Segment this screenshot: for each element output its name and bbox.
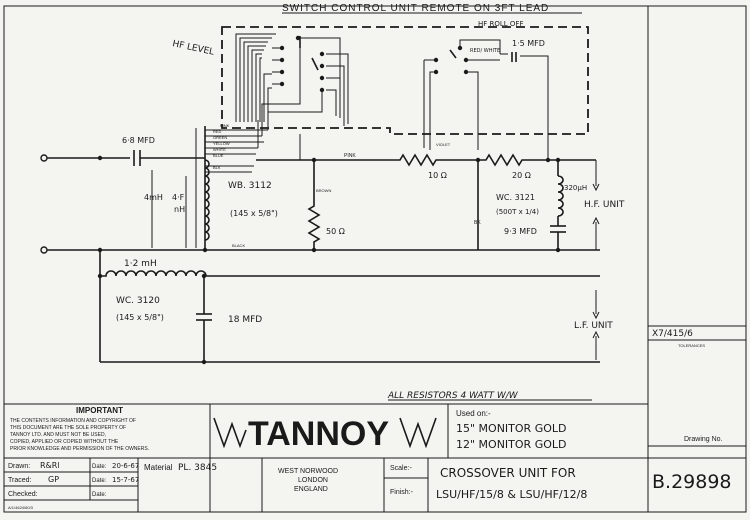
wire-bk-label: BK xyxy=(474,220,481,226)
lf-unit-label: L.F. UNIT xyxy=(574,321,613,331)
svg-text:THE CONTENTS INFORMATION AND C: THE CONTENTS INFORMATION AND COPYRIGHT O… xyxy=(10,418,136,424)
used-on-label: Used on:- xyxy=(456,409,491,418)
input-terminal-ground xyxy=(40,246,48,254)
drawn-value: R&Rl xyxy=(40,461,60,470)
capacitor-c2-label: 1·5 MFD xyxy=(512,39,545,48)
coil-wc3121-ref: WC. 3121 xyxy=(496,193,535,202)
coil-wc3121-spec: (500T x 1/4) xyxy=(496,208,539,216)
hf-rolloff-switch: HF ROLL OFF RED/ WHITE 1·5 MFD xyxy=(423,20,549,158)
resistors-note: ALL RESISTORS 4 WATT W/W xyxy=(387,391,519,401)
input-terminal-hot xyxy=(40,154,48,162)
drawing-title-2: LSU/HF/15/8 & LSU/HF/12/8 xyxy=(436,488,587,501)
top-label: SWITCH CONTROL UNIT REMOTE ON 3FT LEAD xyxy=(282,3,549,14)
drawn-label: Drawn: xyxy=(8,463,30,470)
wire-red-label: RED xyxy=(213,129,222,134)
material-label: Material xyxy=(144,463,173,472)
inductance-4f-unit: nH xyxy=(174,205,185,214)
svg-text:PRIOR KNOWLEDGE AND PERMISSION: PRIOR KNOWLEDGE AND PERMISSION OF THE OW… xyxy=(10,446,149,452)
hf-filter: 320μH WC. 3121 (500T x 1/4) 9·3 MFD xyxy=(496,157,596,253)
hf-unit-label: H.F. UNIT xyxy=(584,200,625,210)
lf-section: 1·2 mH WC. 3120 (145 x 5/8") 18 MFD L.F.… xyxy=(97,250,613,365)
hf-rolloff-label: HF ROLL OFF xyxy=(478,20,523,28)
side-reference: X7/415/6 xyxy=(652,329,693,339)
wire-white-label: WHITE xyxy=(213,147,226,152)
sheet-border xyxy=(3,5,747,513)
tannoy-logo: TANNOY xyxy=(213,415,437,453)
wire-pink-label: PINK xyxy=(344,153,356,159)
coil-320uh-label: 320μH xyxy=(564,184,587,192)
finish-label: Finish:- xyxy=(390,489,414,496)
traced-value: GP xyxy=(48,475,59,484)
form-code: A/1/4624/60/3 xyxy=(8,505,34,510)
resistor-10-ohm: 10 Ω VIOLET xyxy=(392,142,481,180)
tannoy-logo-text: TANNOY xyxy=(248,415,389,453)
address-line-1: WEST NORWOOD xyxy=(278,468,338,475)
checked-date-label: Date: xyxy=(92,492,107,498)
title-block xyxy=(4,325,746,512)
inductor-1-2mh-label: 1·2 mH xyxy=(124,259,157,269)
address-line-2: LONDON xyxy=(298,477,328,484)
resistor-20-ohm: 20 Ω xyxy=(478,153,551,180)
traced-date: 15-7-67 xyxy=(112,476,139,484)
resistor-20-label: 20 Ω xyxy=(512,171,531,180)
capacitor-c3-label: 9·3 MFD xyxy=(504,227,537,236)
drawing-title-1: CROSSOVER UNIT FOR xyxy=(440,466,576,480)
drawing-no-label: Drawing No. xyxy=(684,436,723,443)
inductance-4f-label: 4·F xyxy=(172,193,185,202)
inductor-wc3120-spec: (145 x 5/8") xyxy=(116,313,164,322)
transformer-spec: (145 x 5/8") xyxy=(230,209,278,218)
wire-green-label: GREEN xyxy=(213,135,227,140)
drawn-date-label: Date: xyxy=(92,464,107,470)
hf-level-switch xyxy=(235,33,349,128)
switch-control-box xyxy=(221,26,589,135)
resistor-50-label: 50 Ω xyxy=(326,227,345,236)
checked-label: Checked: xyxy=(8,491,38,498)
hf-level-label: HF LEVEL xyxy=(171,39,215,58)
capacitor-c1-label: 6·8 MFD xyxy=(122,136,155,145)
red-white-label: RED/ WHITE xyxy=(470,48,500,54)
capacitor-c4-label: 18 MFD xyxy=(228,315,262,325)
traced-date-label: Date: xyxy=(92,478,107,484)
wire-blue-label: BLUE xyxy=(213,153,224,158)
svg-text:COPIED, APPLIED OR COPIED WITH: COPIED, APPLIED OR COPIED WITHOUT THE xyxy=(10,439,119,445)
important-text: THE CONTENTS INFORMATION AND COPYRIGHT O… xyxy=(10,418,149,452)
inductor-wc3120-ref: WC. 3120 xyxy=(116,296,160,306)
svg-text:TANNOY LTD. AND MUST NOT BE US: TANNOY LTD. AND MUST NOT BE USED, xyxy=(10,432,106,438)
scale-label: Scale:- xyxy=(390,465,412,472)
resistor-10-label: 10 Ω xyxy=(428,171,447,180)
resistor-50-ohm: BROWN 50 Ω xyxy=(299,134,345,253)
drawing-number: B.29898 xyxy=(652,471,732,493)
wire-brown-label: BROWN xyxy=(316,188,331,193)
traced-label: Traced: xyxy=(8,477,32,484)
drawn-date: 20-6-67 xyxy=(112,462,139,470)
wire-yellow-label: YELLOW xyxy=(213,141,230,146)
wire-violet-label: VIOLET xyxy=(436,142,451,147)
autotransformer-wb3112: WB. 3112 (145 x 5/8") RED GREEN YELLOW W… xyxy=(195,108,278,253)
important-heading: IMPORTANT xyxy=(76,406,123,415)
tolerances-label: TOLERANCES xyxy=(678,343,705,348)
wire-pink-top-label: PINK xyxy=(220,123,230,128)
address-line-3: ENGLAND xyxy=(294,486,328,493)
material-value: PL. 3845 xyxy=(178,463,217,473)
used-on-12: 12" MONITOR GOLD xyxy=(456,438,566,451)
wire-black-label: BLACK xyxy=(232,243,245,248)
inductance-4mh-label: 4mH xyxy=(144,193,163,202)
used-on-15: 15" MONITOR GOLD xyxy=(456,422,566,435)
transformer-ref: WB. 3112 xyxy=(228,181,272,191)
svg-text:THIS DOCUMENT ARE THE SOLE PRO: THIS DOCUMENT ARE THE SOLE PROPERTY OF xyxy=(10,425,126,431)
wire-blk-label: BLK xyxy=(213,165,221,170)
